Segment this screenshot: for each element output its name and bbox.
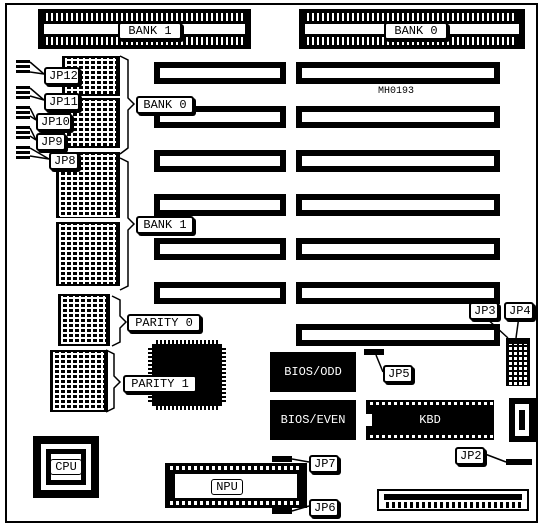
reference-code: MH0193 bbox=[378, 86, 415, 97]
label-jp5: JP5 bbox=[383, 365, 413, 383]
label-jp4: JP4 bbox=[504, 302, 534, 320]
label-jp3: JP3 bbox=[469, 302, 499, 320]
jp2-pins bbox=[506, 459, 532, 465]
cpu-label: CPU bbox=[50, 459, 82, 475]
jp5-pins bbox=[364, 349, 384, 355]
label-jp12: JP12 bbox=[44, 67, 80, 85]
kbd-chip bbox=[366, 400, 494, 440]
memory-config-jumpers bbox=[16, 60, 30, 159]
callout-leaders bbox=[29, 61, 520, 512]
parity1-bracket bbox=[105, 349, 122, 413]
board-outline bbox=[5, 3, 538, 523]
label-bank1-top: BANK 1 bbox=[118, 22, 182, 40]
label-jp6: JP6 bbox=[309, 499, 339, 517]
bank0-bracket bbox=[119, 55, 136, 155]
bios-odd-chip bbox=[270, 352, 356, 392]
label-jp7: JP7 bbox=[309, 455, 339, 473]
bank1-bracket bbox=[119, 157, 136, 291]
label-parity0: PARITY 0 bbox=[127, 314, 201, 332]
keyboard-connector bbox=[509, 398, 537, 442]
jp6-pins bbox=[272, 508, 292, 514]
jp7-pins bbox=[272, 456, 292, 462]
label-bank1-left: BANK 1 bbox=[136, 216, 194, 234]
label-bank0-top: BANK 0 bbox=[384, 22, 448, 40]
npu-label: NPU bbox=[211, 479, 243, 495]
bios-even-label: BIOS/EVEN bbox=[280, 413, 346, 427]
expansion-slots bbox=[154, 62, 500, 346]
label-jp8: JP8 bbox=[49, 152, 79, 170]
label-parity1: PARITY 1 bbox=[123, 375, 197, 393]
label-jp2: JP2 bbox=[455, 447, 485, 465]
bios-even-chip bbox=[270, 400, 356, 440]
label-jp10: JP10 bbox=[36, 113, 72, 131]
label-bank0-left: BANK 0 bbox=[136, 96, 194, 114]
jp3-jp4-connector bbox=[506, 338, 530, 386]
kbd-label: KBD bbox=[419, 413, 441, 427]
left-simm-sockets bbox=[50, 56, 120, 412]
parity0-bracket bbox=[111, 295, 128, 347]
label-jp9: JP9 bbox=[36, 133, 66, 151]
label-jp11: JP11 bbox=[44, 93, 80, 111]
bios-odd-label: BIOS/ODD bbox=[284, 365, 342, 379]
bottom-edge-connector bbox=[377, 489, 529, 511]
